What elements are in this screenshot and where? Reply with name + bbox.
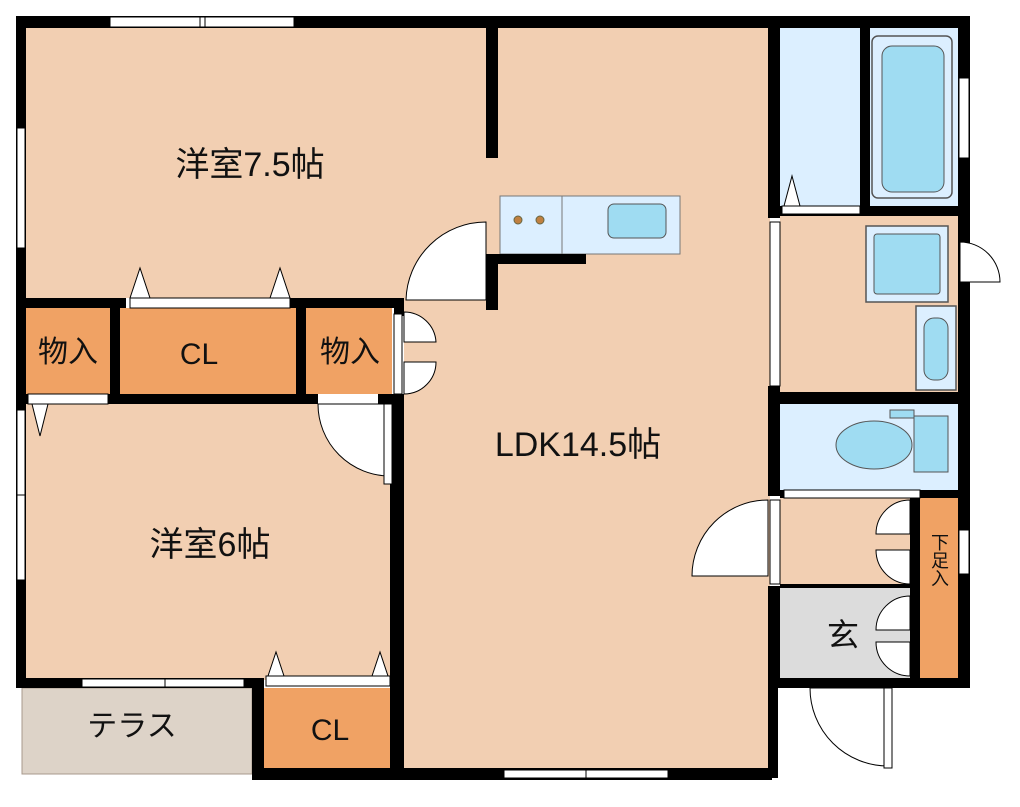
window-top (109, 16, 295, 28)
stove-burner-icon (535, 215, 545, 225)
door-ldk-large (405, 221, 487, 301)
door-shoe-d (875, 641, 911, 677)
label-western-small: 洋室6帖 (150, 526, 271, 564)
door-bath (781, 205, 861, 215)
label-entrance: 玄 (827, 617, 859, 653)
storage-mid (306, 308, 392, 394)
toilet-bowl-icon (835, 420, 913, 470)
closet-top (120, 308, 296, 394)
door-shoe-c (875, 595, 911, 631)
room-labels: 洋室7.5帖 洋室6帖 LDK14.5帖 物入 CL 物入 テラス CL 玄 下… (38, 146, 949, 747)
bath-area (780, 28, 866, 208)
windows (16, 16, 970, 779)
window-bath (958, 77, 970, 159)
door-entrance (809, 687, 889, 767)
terrace (21, 687, 253, 775)
doors (317, 205, 1001, 769)
fixtures (499, 35, 957, 473)
stove-burner-icon (513, 215, 523, 225)
door-storage-mid-2 (403, 361, 437, 395)
window-bottom-room (81, 678, 245, 688)
door-washroom-ext (959, 241, 1001, 283)
window-left-upper (16, 127, 26, 249)
bathtub-basin (881, 45, 945, 193)
label-storage-left: 物入 (38, 336, 98, 369)
closet-door-markers (27, 174, 801, 687)
label-terrace: テラス (87, 710, 176, 743)
label-closet-bottom: CL (311, 714, 349, 747)
label-storage-mid: 物入 (320, 336, 380, 369)
label-closet-top: CL (180, 338, 218, 371)
storage-left (26, 308, 110, 394)
door-shoe-a (875, 499, 911, 535)
washing-machine-drum (873, 233, 941, 295)
western-room-small (26, 404, 390, 680)
toilet-lid (889, 409, 915, 419)
ldk-upper-strip (490, 28, 770, 208)
vanity-basin (923, 317, 949, 381)
label-western-large: 洋室7.5帖 (175, 146, 324, 184)
door-shoe-b (875, 549, 911, 585)
toilet-tank (913, 415, 949, 473)
door-ldk-hall (691, 499, 769, 577)
shoe-storage (920, 498, 958, 678)
door-storage-mid (403, 311, 437, 343)
kitchen-sink (607, 203, 667, 239)
closet-bottom (262, 688, 392, 768)
door-toilet-out (783, 489, 921, 499)
window-shoe (958, 529, 970, 575)
label-ldk: LDK14.5帖 (495, 426, 661, 464)
label-shoe-storage: 下足入 (929, 533, 949, 587)
